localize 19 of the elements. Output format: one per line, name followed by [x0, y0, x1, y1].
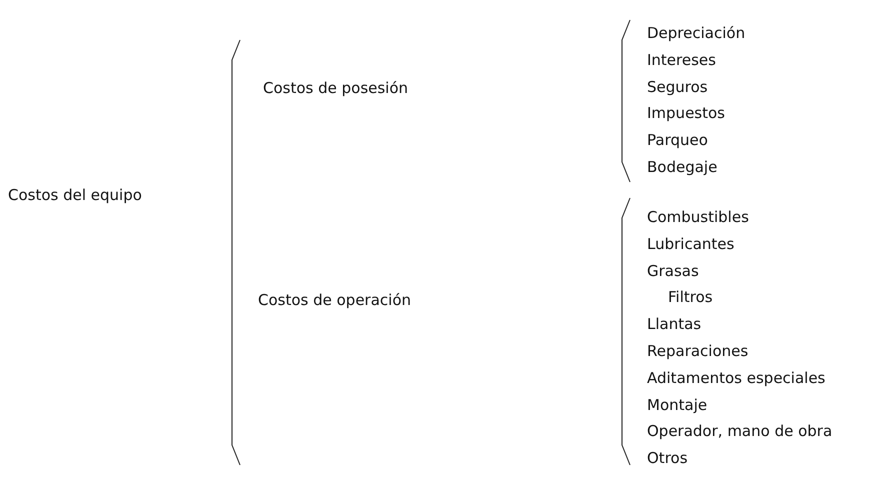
label-text: Filtros	[668, 287, 713, 308]
label-text: Costos del equipo	[8, 185, 142, 205]
label-text: Operador, mano de obra	[647, 421, 832, 442]
label-text: Lubricantes	[647, 234, 734, 254]
label-text: Combustibles	[647, 207, 749, 227]
label-text: Aditamentos especiales	[647, 368, 826, 388]
label-text: Depreciación	[647, 23, 746, 43]
label-text: Grasas	[647, 260, 699, 281]
label-text: Parqueo	[647, 130, 708, 150]
label-text: Costos de posesión	[263, 78, 408, 98]
label-text: Intereses	[647, 50, 716, 70]
label-text: Impuestos	[647, 103, 725, 124]
label-text: Bodegaje	[647, 157, 718, 177]
label-text: Montaje	[647, 394, 708, 415]
label-text: Seguros	[647, 76, 708, 97]
label-text: Llantas	[647, 314, 702, 334]
label-text: Costos de operación	[258, 290, 412, 310]
label-text: Reparaciones	[647, 341, 748, 361]
label-text: Otros	[647, 448, 688, 468]
